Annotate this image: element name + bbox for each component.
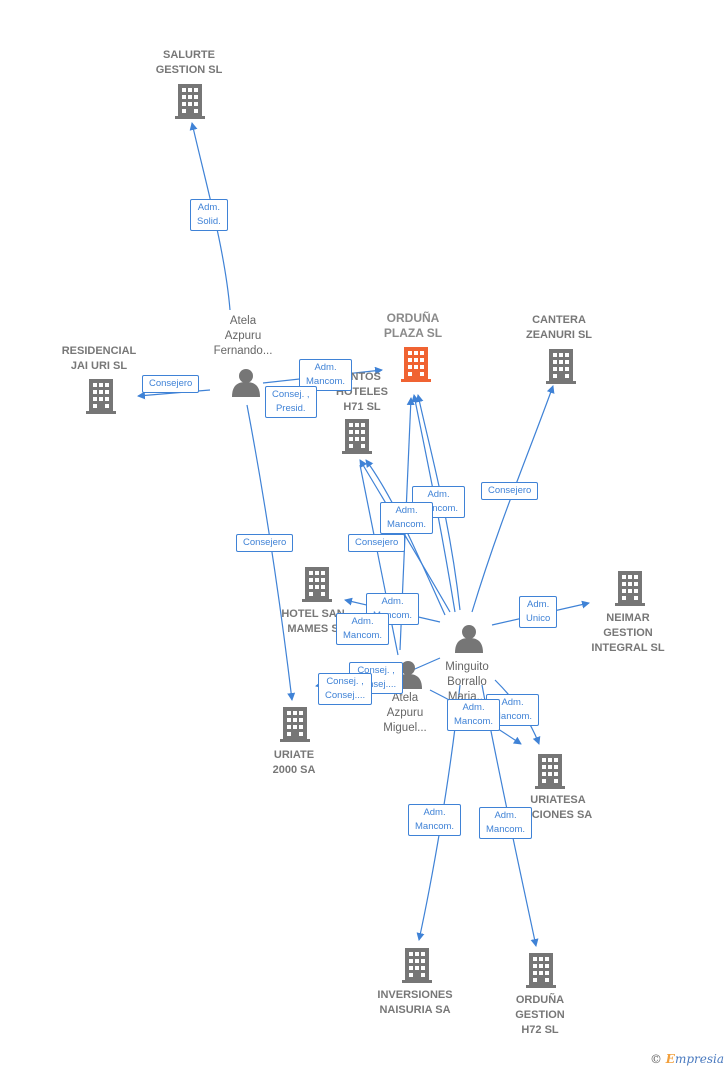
edge-label[interactable]: Consejero (481, 482, 539, 500)
atela-fernando-person-icon (232, 369, 260, 397)
residencial-building-icon (86, 379, 116, 414)
minguito-person-icon (455, 625, 483, 653)
edge-label[interactable]: Consej. , Presid. (265, 386, 317, 418)
edge-label[interactable]: Adm. Mancom. (447, 699, 501, 731)
edge-label[interactable]: Adm. Mancom. (299, 359, 353, 391)
edge-label[interactable]: Adm. Solid. (190, 199, 228, 231)
node-orduna-plaza[interactable]: ORDUÑA PLAZA SL (383, 311, 443, 340)
uriate-building-icon (280, 707, 310, 742)
copyright-icon: © (649, 1052, 662, 1066)
edge-line (246, 404, 296, 701)
person-atela-fernando[interactable]: Atela Azpuru Fernando... (213, 315, 273, 357)
salurte-building-icon (175, 84, 205, 119)
brand-footer: © Empresia (650, 1052, 724, 1066)
node-uriatesa[interactable]: URIATESA CCIONES SA (523, 794, 593, 821)
hotel-san-mames-building-icon (302, 567, 332, 602)
node-inversiones[interactable]: INVERSIONES NAISURIA SA (377, 989, 453, 1016)
neimar-building-icon (615, 571, 645, 606)
node-residencial[interactable]: RESIDENCIAL JAI URI SL (61, 345, 137, 372)
edge-label[interactable]: Consej. , Consej.... (318, 673, 373, 705)
orduna-gestion-building-icon (526, 953, 556, 988)
person-minguito[interactable]: Minguito Borrallo Maria... (445, 661, 489, 703)
node-salurte[interactable]: SALURTE GESTION SL (155, 49, 223, 76)
brand-logo-text: mpresia (674, 1052, 724, 1066)
edge-label[interactable]: Consejero (348, 534, 406, 552)
uriatesa-building-icon (535, 754, 565, 789)
edge-label[interactable]: Adm. Unico (519, 596, 558, 628)
edge-label[interactable]: Consejero (236, 534, 294, 552)
cantera-building-icon (546, 349, 576, 384)
alojamientos-building-icon (342, 419, 372, 454)
edge-label[interactable]: Adm. Mancom. (479, 807, 533, 839)
edge-label[interactable]: Adm. Mancom. (336, 613, 390, 645)
orduna-plaza-building-icon (401, 347, 431, 382)
node-uriate[interactable]: URIATE 2000 SA (272, 749, 316, 776)
person-atela-miguel[interactable]: Atela Azpuru Miguel... (383, 692, 427, 734)
node-orduna-gestion[interactable]: ORDUÑA GESTION H72 SL (515, 994, 565, 1036)
brand-logo-e: E (665, 1052, 675, 1066)
edge-label[interactable]: Adm. Mancom. (380, 502, 434, 534)
edge-label[interactable]: Consejero (142, 375, 200, 393)
node-neimar[interactable]: NEIMAR GESTION INTEGRAL SL (591, 612, 665, 654)
node-cantera[interactable]: CANTERA ZEANURI SL (526, 314, 592, 341)
edge-label[interactable]: Adm. Mancom. (408, 804, 462, 836)
inversiones-building-icon (402, 948, 432, 983)
edge-label[interactable]: Adm. Mancom. (412, 486, 466, 518)
